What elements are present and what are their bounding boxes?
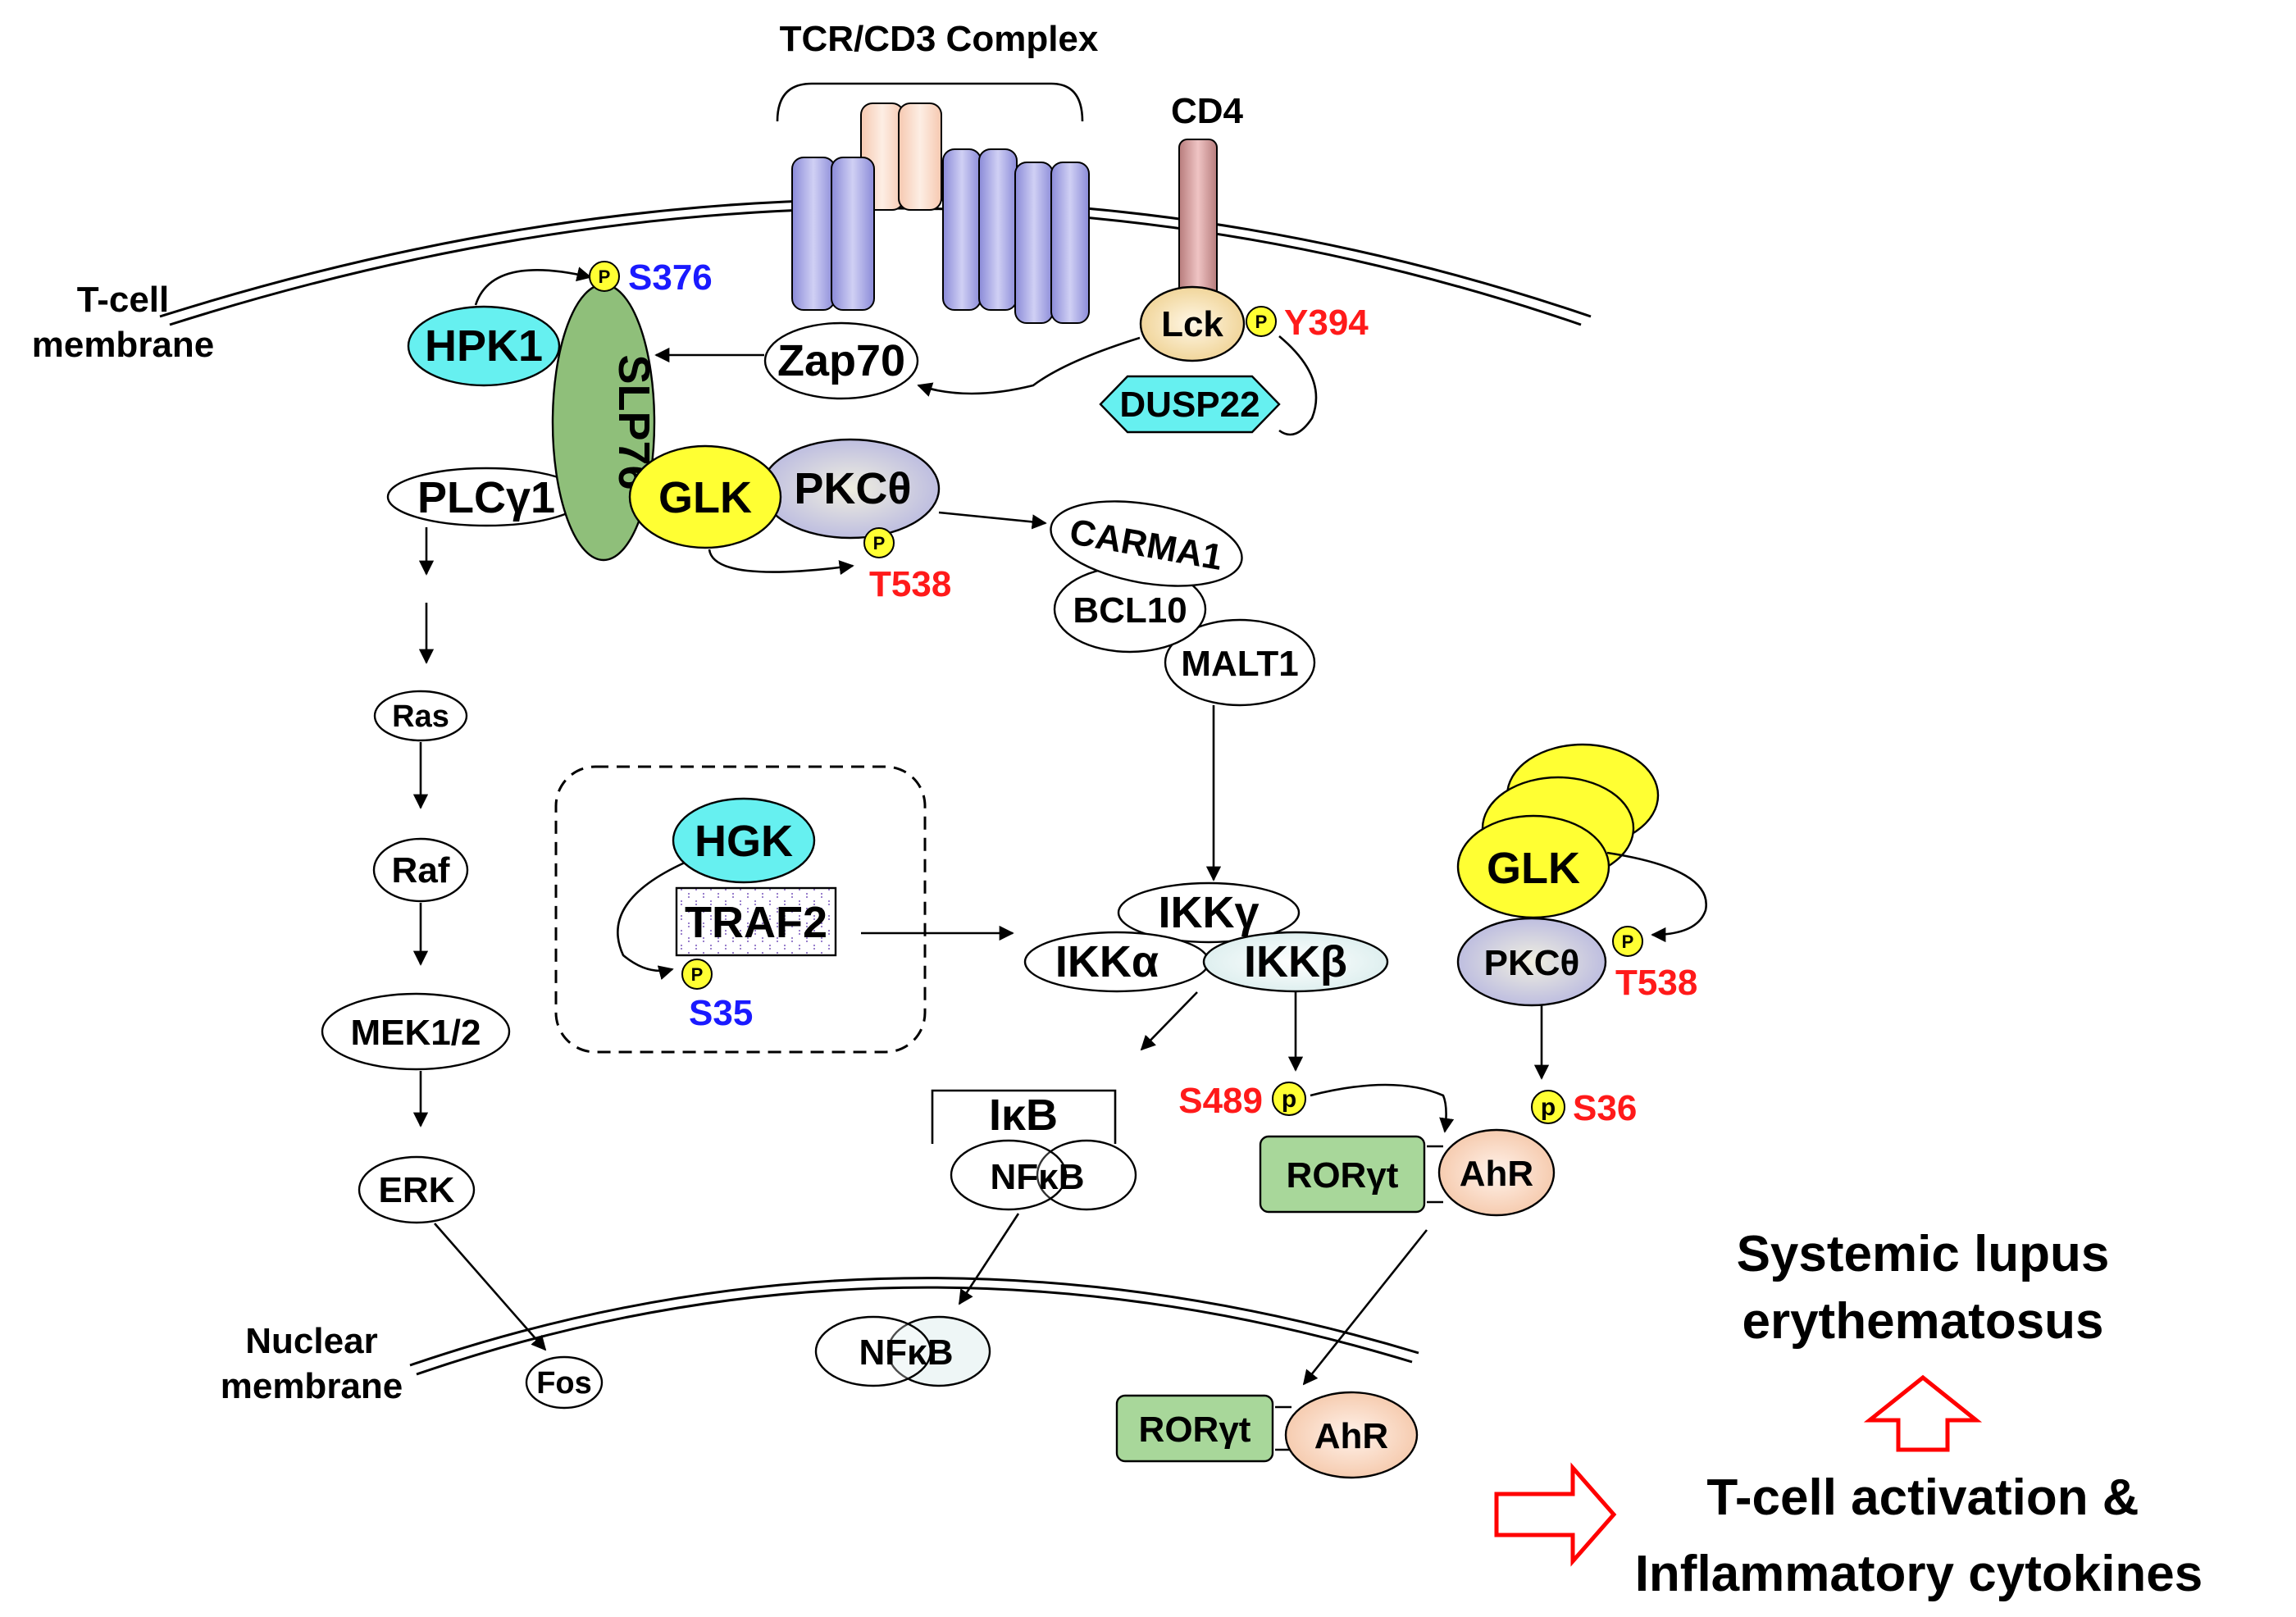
phospho-s489-p: p: [1282, 1086, 1296, 1113]
nfkb-nuc-right: [886, 1315, 991, 1387]
rorgt-nuc-node: [1115, 1394, 1274, 1463]
phospho-t538-top-label: T538: [869, 564, 951, 604]
plcg1-label: PLCγ1: [417, 473, 555, 522]
hgk-traf2-box: [554, 765, 927, 1054]
ras-label: Ras: [392, 699, 449, 734]
phospho-t538-right-label: T538: [1615, 963, 1697, 1003]
phospho-t538-top-p: P: [873, 533, 886, 553]
ikb-label: IκB: [989, 1091, 1058, 1140]
ahr-cyto-node: [1437, 1128, 1556, 1217]
rorgt-nuc-label: RORγt: [1139, 1410, 1251, 1450]
ikkgamma-label: IKKγ: [1158, 888, 1259, 937]
ahr-nuc-node: [1284, 1391, 1419, 1479]
dusp22-node: [1099, 375, 1281, 434]
hpk1-label: HPK1: [425, 321, 543, 371]
bcl10-label: BCL10: [1073, 590, 1187, 631]
nuclear-membrane-label-2: membrane: [221, 1366, 403, 1406]
zap70-label: Zap70: [777, 336, 905, 385]
traf2-label: TRAF2: [685, 898, 827, 947]
pathway-arrows: [412, 266, 1708, 1386]
nuclear-membrane-label-1: Nuclear: [245, 1321, 377, 1361]
phospho-s376: P: [589, 261, 620, 292]
nfkb-cyto-label: NFκB: [991, 1157, 1085, 1197]
dusp22-label: DUSP22: [1119, 385, 1260, 425]
hgk-label: HGK: [695, 817, 793, 866]
nfkb-nuc-left: [814, 1315, 932, 1387]
traf2-node: [675, 886, 837, 957]
phospho-y394-p: P: [1255, 312, 1268, 332]
erk-label: ERK: [379, 1170, 455, 1210]
pkctheta-top-label: PKCθ: [794, 464, 911, 513]
nfkb-nuc-label: NFκB: [859, 1332, 954, 1373]
erk-node: [358, 1155, 476, 1224]
outcome-tcell-line2: Inflammatory cytokines: [1635, 1546, 2203, 1602]
cd4-receptor: [1178, 139, 1218, 301]
phospho-s35-p: P: [691, 964, 704, 985]
phospho-s376-label: S376: [628, 257, 713, 298]
zap70-node: [763, 321, 919, 400]
phospho-s36-label: S36: [1573, 1088, 1637, 1128]
lck-node: [1139, 285, 1246, 362]
tcr-cd3-complex: [791, 102, 1090, 324]
ahr-nuc-label: AhR: [1314, 1416, 1388, 1456]
ras-node: [373, 690, 468, 742]
tcell-membrane-label-1: T-cell: [77, 280, 170, 320]
tcr-complex-label: TCR/CD3 Complex: [780, 19, 1099, 59]
tcr-complex-bracket: [776, 82, 1084, 122]
outcome-sle-line1: Systemic lupus: [1737, 1226, 2110, 1282]
tcell-membrane: [159, 198, 1592, 326]
malt1-label: MALT1: [1181, 644, 1298, 684]
ikkgamma-node: [1117, 881, 1301, 944]
raf-node: [372, 837, 469, 903]
ikkalpha-label: IKKα: [1055, 937, 1159, 986]
hpk1-node: [407, 305, 561, 387]
tcell-membrane-label-2: membrane: [32, 325, 215, 365]
rorgt-ahr-cyto-link: [1427, 1145, 1443, 1204]
phospho-s489-label: S489: [1178, 1081, 1263, 1121]
fos-node: [525, 1355, 604, 1410]
mek-node: [321, 992, 511, 1071]
malt1-node: [1164, 618, 1316, 707]
phospho-s35-label: S35: [689, 993, 753, 1033]
nuclear-membrane: [409, 1277, 1419, 1376]
glk-right-label: GLK: [1487, 844, 1580, 893]
phospho-y394: P: [1246, 306, 1277, 337]
pkctheta-right-node: [1456, 917, 1607, 1007]
raf-label: Raf: [392, 850, 450, 890]
pkctheta-right-label: PKCθ: [1484, 943, 1580, 983]
phospho-s36: p: [1531, 1090, 1565, 1124]
hgk-node: [672, 797, 816, 884]
rorgt-cyto-label: RORγt: [1287, 1155, 1399, 1196]
fos-label: Fos: [536, 1366, 592, 1401]
ikb-bracket: [931, 1089, 1117, 1144]
phospho-t538-right: P: [1612, 926, 1643, 957]
carma1-node: [1050, 500, 1243, 587]
ahr-cyto-label: AhR: [1460, 1154, 1533, 1194]
nfkb-cyto-right: [1036, 1139, 1137, 1211]
phospho-s489: p: [1272, 1082, 1306, 1116]
outcome-sle-line2: erythematosus: [1742, 1293, 2103, 1350]
phospho-s35: P: [681, 959, 713, 990]
outcome-right-arrow: [1494, 1462, 1617, 1567]
phospho-t538-right-p: P: [1622, 931, 1634, 952]
ikkbeta-label: IKKβ: [1244, 937, 1347, 986]
cd4-label: CD4: [1171, 91, 1244, 131]
ikkbeta-node: [1202, 931, 1389, 993]
rorgt-cyto-node: [1259, 1135, 1426, 1214]
phospho-t538-top: P: [863, 527, 895, 558]
phospho-s376-p: P: [599, 266, 611, 287]
mek-label: MEK1/2: [351, 1013, 481, 1053]
glk-top-label: GLK: [658, 473, 752, 522]
phospho-y394-label: Y394: [1284, 303, 1369, 343]
phospho-s36-p: p: [1541, 1094, 1556, 1121]
outcome-tcell-line1: T-cell activation &: [1706, 1469, 2139, 1526]
outcome-up-arrow: [1863, 1374, 1983, 1452]
lck-label: Lck: [1161, 304, 1223, 344]
glk-top-node: [628, 444, 782, 549]
nfkb-cyto-left: [950, 1139, 1068, 1211]
